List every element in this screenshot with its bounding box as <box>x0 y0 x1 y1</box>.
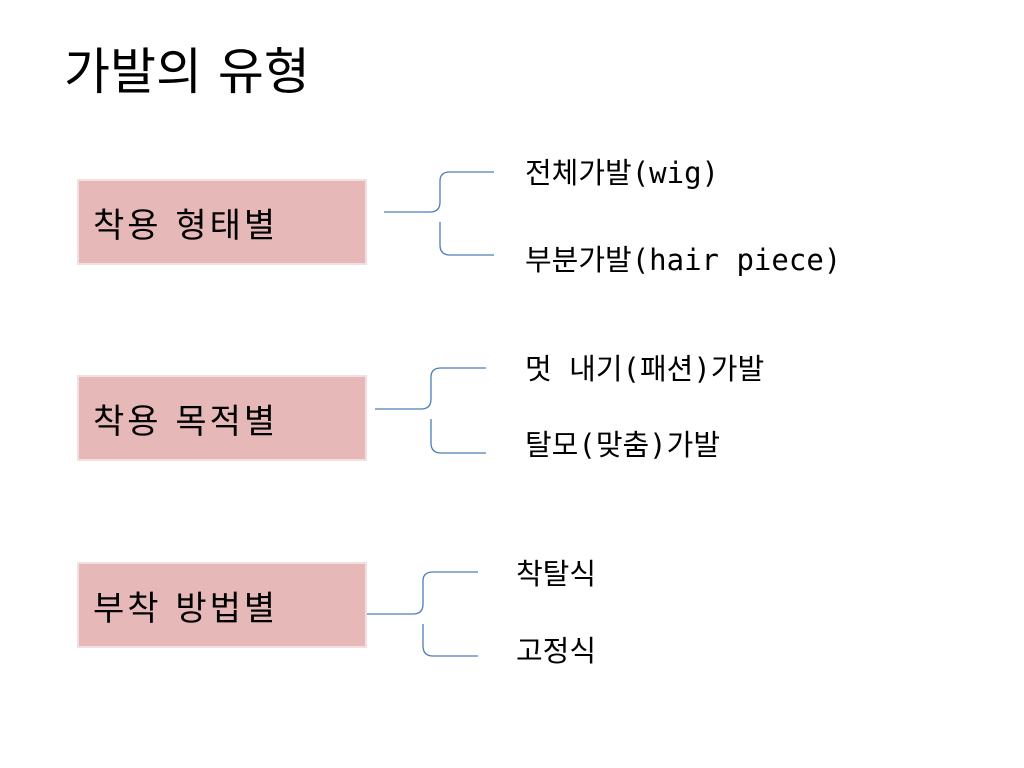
item-full-wig: 전체가발(wig) <box>525 156 720 190</box>
category-box-wearing-purpose: 착용 목적별 <box>77 375 367 461</box>
item-hair-piece: 부분가발(hair piece) <box>525 243 842 277</box>
item-hair-loss-wig: 탈모(맞춤)가발 <box>525 428 720 462</box>
item-fixed: 고정식 <box>516 634 597 668</box>
item-fashion-wig: 멋 내기(패션)가발 <box>525 352 765 386</box>
category-box-attachment-method: 부착 방법별 <box>77 562 367 648</box>
category-box-wearing-form: 착용 형태별 <box>77 179 367 265</box>
item-removable: 착탈식 <box>516 557 597 591</box>
slide-title: 가발의 유형 <box>64 43 310 101</box>
